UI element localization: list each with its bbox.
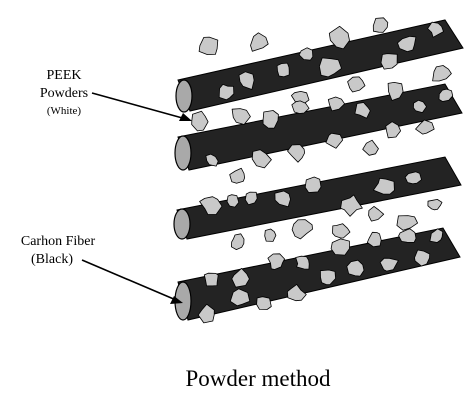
- peek-powder-particle: [229, 288, 251, 307]
- peek-powder-particle: [368, 206, 385, 222]
- peek-label-line2: Powders: [40, 86, 88, 101]
- peek-powder-particle: [328, 25, 350, 50]
- peek-powder-particle: [256, 296, 272, 310]
- peek-powder-particle: [291, 219, 313, 240]
- peek-powder-particle: [203, 272, 219, 287]
- fiber-label-line1: Carhon Fiber: [21, 234, 96, 249]
- peek-powder-particle: [287, 284, 307, 302]
- peek-powder-particle: [330, 238, 350, 256]
- peek-powder-particle: [198, 36, 219, 55]
- peek-label-line1: PEEK: [47, 68, 82, 83]
- peek-powder-particle: [218, 84, 235, 101]
- peek-powder-particle: [354, 102, 371, 119]
- peek-powder-particle: [229, 167, 245, 184]
- peek-powder-particle: [295, 255, 310, 270]
- peek-powder-particle: [438, 88, 454, 102]
- peek-powder-particle: [414, 249, 431, 267]
- peek-powder-particle: [373, 177, 395, 195]
- peek-powder-particle: [226, 194, 240, 208]
- peek-powder-particle: [380, 53, 398, 70]
- peek-powder-particle: [287, 144, 305, 163]
- peek-powder-particle: [267, 253, 285, 270]
- peek-powder-particle: [413, 99, 427, 113]
- peek-powder-particle: [197, 303, 215, 324]
- peek-powder-particle: [362, 139, 379, 156]
- peek-powder-particle: [319, 57, 342, 78]
- peek-powder-particle: [231, 268, 250, 288]
- peek-powder-particle: [397, 35, 417, 52]
- peek-powder-particle: [264, 228, 277, 242]
- peek-powder-particle: [385, 121, 401, 139]
- peek-powder-particle: [346, 259, 365, 277]
- peek-powder-particle: [404, 171, 422, 185]
- peek-powder-particle: [427, 21, 444, 38]
- peek-powder-particle: [251, 149, 272, 169]
- peek-powder-particle: [274, 190, 291, 208]
- peek-powder-particle: [291, 100, 310, 114]
- peek-powder-particle: [379, 257, 399, 272]
- peek-powder-particle: [332, 223, 351, 239]
- peek-powder-particle: [372, 17, 389, 33]
- peek-powder-particle: [347, 76, 366, 93]
- peek-label-arrow: [91, 92, 192, 121]
- peek-powder-particle: [231, 108, 251, 125]
- carbon-fiber: [174, 227, 461, 321]
- peek-label-line3: (White): [47, 105, 82, 117]
- carbon-fiber: [174, 83, 463, 171]
- peek-powder-particle: [432, 65, 452, 82]
- peek-powder-particle: [429, 228, 444, 243]
- diagram-caption: Powder method: [185, 366, 331, 391]
- peek-powder-particle: [415, 119, 435, 135]
- peek-powder-particle: [340, 194, 363, 217]
- peek-powder-particle: [262, 110, 279, 129]
- peek-powder-particle: [199, 196, 223, 215]
- peek-powder-particle: [427, 199, 443, 211]
- carbon-fiber: [173, 156, 462, 240]
- peek-powder-particle: [387, 82, 404, 101]
- peek-powder-particle: [325, 132, 344, 149]
- peek-powder-particle: [320, 269, 336, 286]
- peek-powder-particle: [205, 153, 219, 167]
- peek-powder-particle: [327, 96, 345, 112]
- peek-powder-particle: [191, 110, 209, 132]
- peek-powder-particle: [298, 47, 314, 61]
- peek-powder-particles: [191, 17, 454, 324]
- fiber-label-arrow: [81, 259, 183, 304]
- peek-powder-particle: [231, 233, 245, 250]
- peek-powder-particle: [366, 231, 382, 248]
- peek-powder-particle: [304, 176, 322, 193]
- peek-powder-particle: [276, 62, 290, 78]
- peek-powder-particle: [396, 215, 418, 231]
- peek-powder-particle: [244, 191, 258, 206]
- fiber-label-line2: (Black): [31, 252, 73, 267]
- peek-powder-particle: [398, 228, 417, 243]
- peek-powder-particle: [250, 32, 269, 52]
- peek-powder-particle: [238, 71, 255, 90]
